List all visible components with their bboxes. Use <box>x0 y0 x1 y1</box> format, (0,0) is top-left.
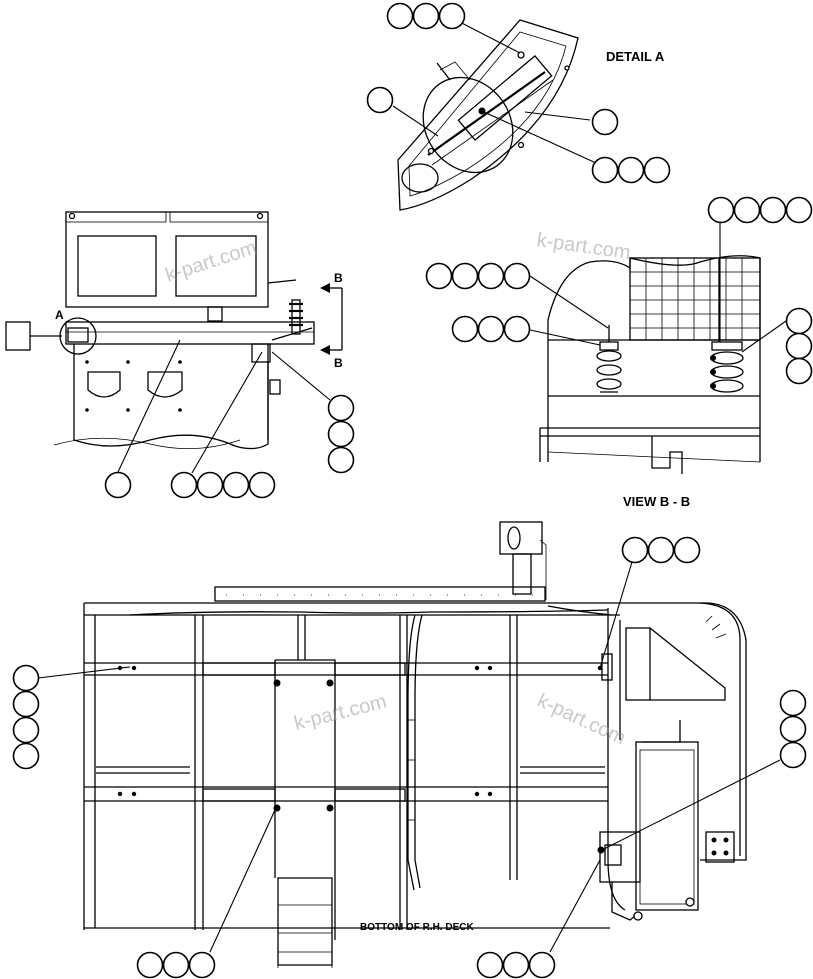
view-b-b: VIEW B - B <box>425 196 813 509</box>
bottom-deck-view: BOTTOM OF R.H. DECK <box>12 521 807 979</box>
watermark-2: k-part.com <box>535 229 632 264</box>
deck-callout-top <box>621 536 701 564</box>
deck-callout-bottom-right <box>476 951 556 979</box>
view-bb-title: VIEW B - B <box>623 494 690 509</box>
deck-corner-detail <box>705 615 727 639</box>
bottom-deck-title: BOTTOM OF R.H. DECK <box>360 922 474 933</box>
watermark-4: k-part.com <box>534 690 629 750</box>
watermark-1: k-part.com <box>163 237 260 287</box>
detail-a-marker: A <box>55 308 64 322</box>
deck-bolts <box>117 665 603 797</box>
detail-a-callout-left <box>366 86 394 114</box>
view-bb-callout-4 <box>785 307 813 385</box>
wire-harness <box>129 605 613 891</box>
deck-callout-bottom-left <box>136 951 216 979</box>
side-view-callout-3 <box>327 394 355 474</box>
side-view-callout-1 <box>104 471 132 499</box>
deck-callout-right <box>779 689 807 769</box>
side-view-callout-2 <box>170 471 276 499</box>
spring-coil <box>289 299 303 335</box>
section-b-label-bottom: B <box>334 356 343 370</box>
detail-a-view: DETAIL A <box>366 2 671 211</box>
view-bb-callout-3 <box>707 196 813 224</box>
detail-a-callout-right <box>591 108 619 136</box>
isolator-right <box>710 258 744 393</box>
grille <box>629 257 761 341</box>
battery-box <box>597 608 735 921</box>
side-elevation-view: B B A <box>5 211 355 499</box>
detail-a-title: DETAIL A <box>606 49 665 64</box>
isolator-left <box>596 325 622 393</box>
view-bb-callout-1 <box>425 262 531 290</box>
detail-a-callout-top <box>386 2 466 30</box>
watermark-3: k-part.com <box>292 691 389 735</box>
deck-callout-left <box>12 664 40 770</box>
section-b-label-top: B <box>334 271 343 285</box>
view-bb-callout-2 <box>451 315 531 343</box>
detail-a-callout-bottom <box>591 156 671 184</box>
